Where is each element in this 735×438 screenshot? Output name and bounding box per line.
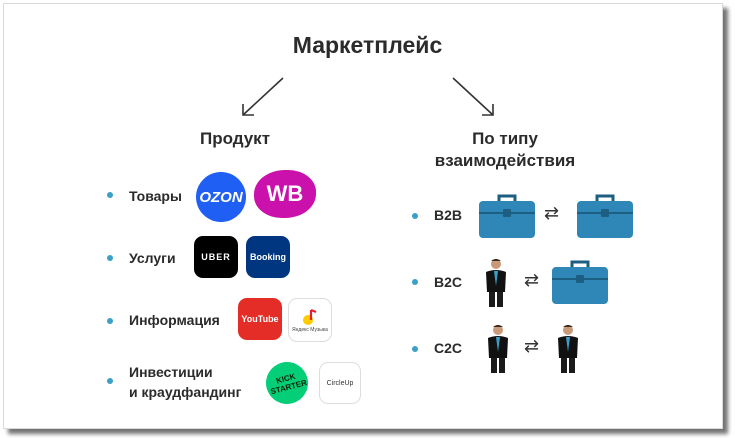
interaction-heading: По типу взаимодействия — [425, 128, 585, 172]
circleup-logo: CircleUp — [319, 362, 361, 404]
label-b2b: B2B — [434, 207, 463, 223]
person-icon — [558, 325, 578, 373]
label-investments-line-2: и краудфандинг — [129, 384, 242, 400]
music-note-icon — [303, 308, 317, 325]
circleup-logo-text: CircleUp — [326, 379, 354, 387]
diagram-title: Маркетплейс — [292, 32, 443, 58]
wb-logo: WB — [254, 170, 316, 218]
bullet — [412, 279, 418, 285]
swap-arrows-icon: ⇄ — [544, 203, 560, 223]
swap-arrows-icon: ⇄ — [524, 336, 540, 356]
person-icon — [486, 259, 506, 307]
label-goods: Товары — [129, 188, 182, 204]
bullet — [412, 346, 418, 352]
booking-logo: Booking — [246, 236, 290, 278]
label-information: Информация — [129, 312, 220, 328]
booking-logo-text: Booking — [250, 252, 286, 262]
product-heading: Продукт — [199, 129, 271, 148]
label-c2c: C2C — [434, 340, 463, 356]
ozon-logo: OZON — [196, 172, 246, 222]
person-icon — [488, 325, 508, 373]
uber-logo: UBER — [194, 236, 238, 278]
bullet — [107, 318, 113, 324]
arrow-to-interaction — [452, 77, 494, 116]
uber-logo-text: UBER — [201, 252, 231, 262]
ozon-logo-text: OZON — [199, 188, 243, 206]
briefcase-icon — [577, 194, 633, 238]
briefcase-icon — [479, 194, 535, 238]
bullet — [412, 213, 418, 219]
bullet — [107, 255, 113, 261]
label-investments-line-1: Инвестиции — [129, 364, 213, 380]
swap-arrows-icon: ⇄ — [524, 270, 540, 290]
yandex-music-logo-text: Яндекс Музыка — [292, 327, 328, 333]
youtube-logo: YouTube — [238, 298, 282, 340]
bullet — [107, 192, 113, 198]
label-b2c: B2C — [434, 274, 463, 290]
wb-logo-text: WB — [266, 181, 304, 206]
yandex-music-logo: Яндекс Музыка — [288, 298, 332, 342]
kickstarter-logo-text: KICK STARTER — [269, 371, 308, 397]
bullet — [107, 378, 113, 384]
interaction-heading-line-1: По типу — [472, 129, 538, 148]
label-services: Услуги — [129, 250, 176, 266]
briefcase-icon — [552, 260, 608, 304]
arrow-to-product — [242, 77, 284, 116]
label-investments: Инвестиции и краудфандинг — [129, 362, 241, 402]
interaction-heading-line-2: взаимодействия — [434, 151, 576, 170]
youtube-logo-text: YouTube — [241, 314, 279, 324]
